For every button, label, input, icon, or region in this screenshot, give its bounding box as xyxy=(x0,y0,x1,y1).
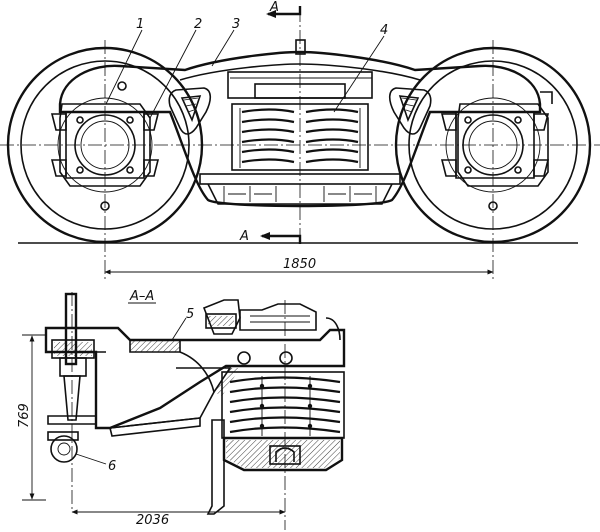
callout-1: 1 xyxy=(136,17,144,32)
height-value: 769 xyxy=(17,403,32,428)
callout-2: 2 xyxy=(194,17,202,32)
section-mark-top: А xyxy=(269,0,279,15)
section-title: А–А xyxy=(129,289,154,304)
axle-box-right xyxy=(440,91,553,211)
frame-window-left xyxy=(168,87,212,135)
section-mark-bottom: А xyxy=(239,229,249,244)
section-arrow-bottom xyxy=(262,234,302,244)
callouts: 1 2 3 4 xyxy=(105,17,388,119)
side-frame xyxy=(58,50,542,208)
side-view: А А 1 2 3 4 1850 xyxy=(0,0,600,280)
callout-5: 5 xyxy=(186,307,194,322)
callout-4: 4 xyxy=(380,23,388,38)
section-arrow-top xyxy=(268,6,302,16)
spring-cup xyxy=(222,436,344,472)
frame-section xyxy=(44,326,346,437)
spring-stack xyxy=(221,371,345,439)
width-value: 2036 xyxy=(136,513,169,528)
callout-6: 6 xyxy=(108,459,116,474)
section-view: А–А xyxy=(17,289,346,530)
dimension-wheelbase: 1850 xyxy=(104,257,494,275)
dimension-width: 2036 xyxy=(71,509,286,528)
dimension-height: 769 xyxy=(17,334,46,501)
brake-shoe xyxy=(47,431,79,463)
bolster-section xyxy=(202,299,341,341)
callout-3: 3 xyxy=(232,17,240,32)
wheelbase-value: 1850 xyxy=(283,257,316,272)
frame-window-right xyxy=(388,87,432,135)
